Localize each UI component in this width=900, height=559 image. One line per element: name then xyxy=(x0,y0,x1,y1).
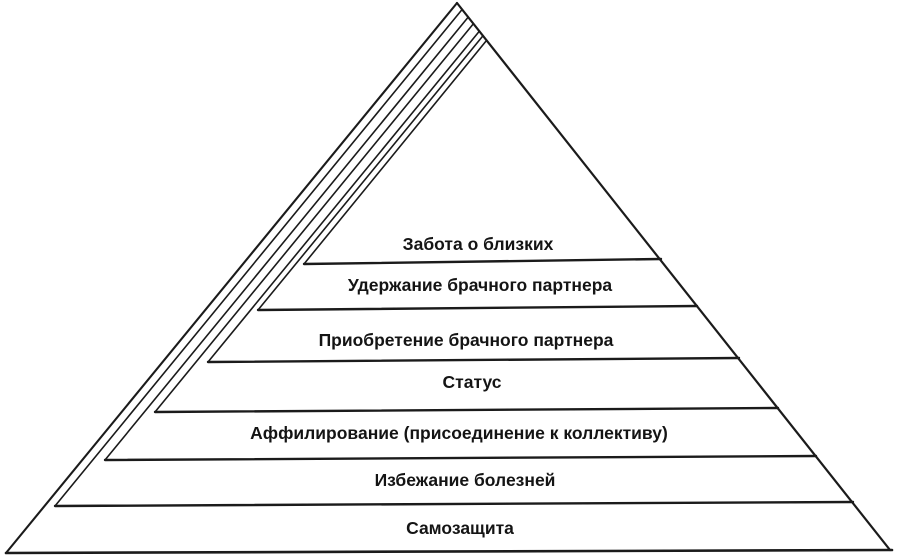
layer-edge-line xyxy=(303,39,488,265)
layer-edge-line xyxy=(54,8,463,507)
level-dividers xyxy=(53,257,855,508)
level-divider-line xyxy=(153,406,780,414)
level-label-mate-retention: Удержание брачного партнера xyxy=(348,275,613,295)
layer-edge-line xyxy=(207,30,481,363)
level-label-care-for-kin: Забота о близких xyxy=(403,234,554,254)
layer-edge-line xyxy=(257,34,484,311)
level-divider-line xyxy=(103,454,818,462)
level-divider-line xyxy=(256,304,699,312)
layer-edge-line xyxy=(104,16,470,461)
level-labels: Забота о близких Удержание брачного парт… xyxy=(250,234,668,538)
pyramid-right-edge xyxy=(455,1,892,552)
level-divider-line xyxy=(206,356,741,364)
layer-edge-line xyxy=(154,22,475,413)
pyramid-lines xyxy=(4,1,894,555)
level-divider-line xyxy=(302,257,663,266)
level-divider-line xyxy=(53,500,855,508)
pyramid-base-line xyxy=(4,548,894,555)
level-label-status: Статус xyxy=(443,372,502,392)
level-label-self-protection: Самозащита xyxy=(406,518,514,538)
level-label-disease-avoidance: Избежание болезней xyxy=(375,470,556,490)
level-label-affiliation: Аффилирование (присоединение к коллектив… xyxy=(250,423,668,443)
level-label-mate-acquisition: Приобретение брачного партнера xyxy=(319,330,614,350)
pyramid-left-edge xyxy=(4,1,459,555)
layer-left-edges xyxy=(54,8,488,507)
